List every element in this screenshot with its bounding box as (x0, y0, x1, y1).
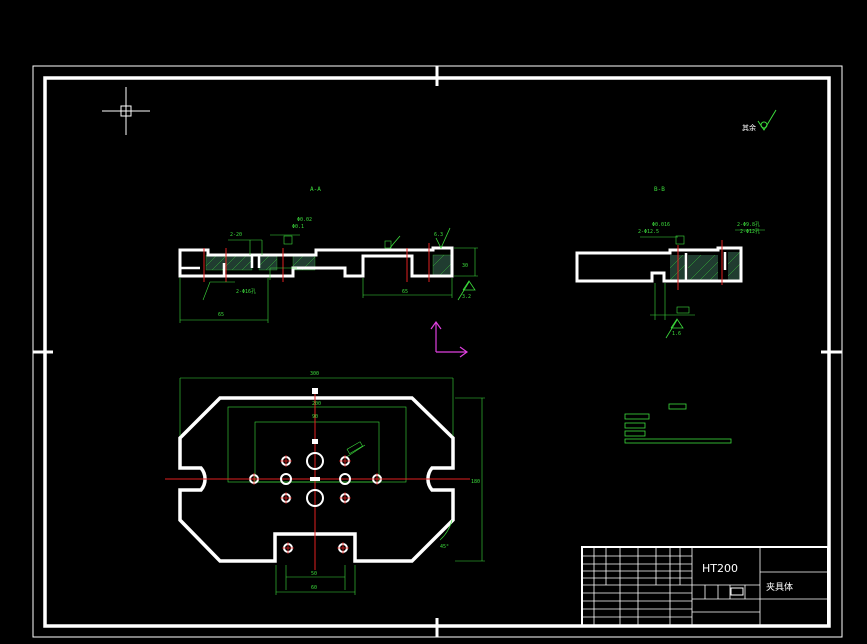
dim-overall-height: 180 (471, 479, 480, 485)
datum-box-d (676, 306, 690, 314)
part-name-label: 夹具体 (766, 581, 793, 593)
dim-inner-width-2: 90 (312, 414, 318, 420)
material-label: HT200 (702, 562, 738, 575)
dim-b-tol-1: Φ0.016 (652, 222, 670, 228)
dim-a-spacing: 2-20 (230, 232, 242, 238)
section-b-label: B-B (654, 186, 665, 193)
section-b-dimension-lines (640, 229, 765, 320)
plan-outline (178, 396, 455, 563)
dim-chamfer-angle: 45° (440, 544, 449, 550)
title-block-projection-box (730, 587, 744, 596)
dim-a-hole: 2-Φ16孔 (236, 288, 256, 295)
title-block: HT200 夹具体 (581, 546, 829, 627)
datum-box-b (384, 240, 392, 249)
plan-small-marks (310, 388, 320, 481)
centering-marks (33, 66, 842, 637)
dim-tab-width-1: 50 (311, 571, 317, 577)
roughness-c-value: 1.6 (672, 331, 681, 337)
section-b-view: B-B Φ0.016 2-Φ12.5 2-Φ (575, 186, 765, 339)
roughness-symbol-icon (757, 109, 777, 131)
crosshair-cursor[interactable] (102, 87, 150, 135)
roughness-a-value: 6.3 (434, 232, 443, 238)
plan-view: 300 200 90 180 50 60 45° (165, 371, 485, 595)
technical-notes (624, 403, 732, 444)
dim-b-hole-2: 2-Φ12孔 (740, 228, 760, 235)
datum-box-c (675, 235, 685, 245)
datum-box-a (283, 235, 293, 245)
dim-inner-width-1: 200 (312, 401, 321, 407)
section-b-outline (575, 246, 743, 283)
section-a-hatch-lines (205, 254, 452, 276)
roughness-icons-a (389, 227, 476, 301)
general-roughness-note: 其余 (742, 109, 777, 132)
dim-a-height: 30 (462, 263, 468, 269)
dim-b-hole: 2-Φ9.8孔 (737, 221, 760, 228)
dim-overall-width: 300 (310, 371, 319, 377)
plan-datum-box (346, 441, 363, 455)
section-a-dimension-lines (179, 234, 478, 323)
dim-a-tol-1: Φ0.02 (297, 217, 312, 223)
plan-hole-crosses (222, 455, 411, 554)
dim-a-left-span: 65 (218, 312, 224, 318)
dim-b-tol-2: 2-Φ12.5 (638, 229, 659, 235)
section-a-centerlines (203, 243, 430, 282)
section-a-view: A-A (178, 186, 478, 323)
section-b-hatch (670, 252, 740, 280)
roughness-note-text: 其余 (742, 123, 756, 132)
plan-construction-lines (179, 377, 485, 595)
section-a-hatch (205, 254, 452, 276)
roughness-icons-b (665, 318, 684, 339)
roughness-b-value: 3.2 (462, 294, 471, 300)
dim-a-mid-span: 65 (402, 289, 408, 295)
ucs-icon (430, 320, 469, 358)
dim-a-tol-2: Φ0.1 (292, 224, 304, 230)
section-a-label: A-A (310, 186, 321, 193)
title-block-grid (582, 547, 828, 626)
section-b-centerlines (677, 240, 723, 290)
dim-tab-width-2: 60 (311, 585, 317, 591)
